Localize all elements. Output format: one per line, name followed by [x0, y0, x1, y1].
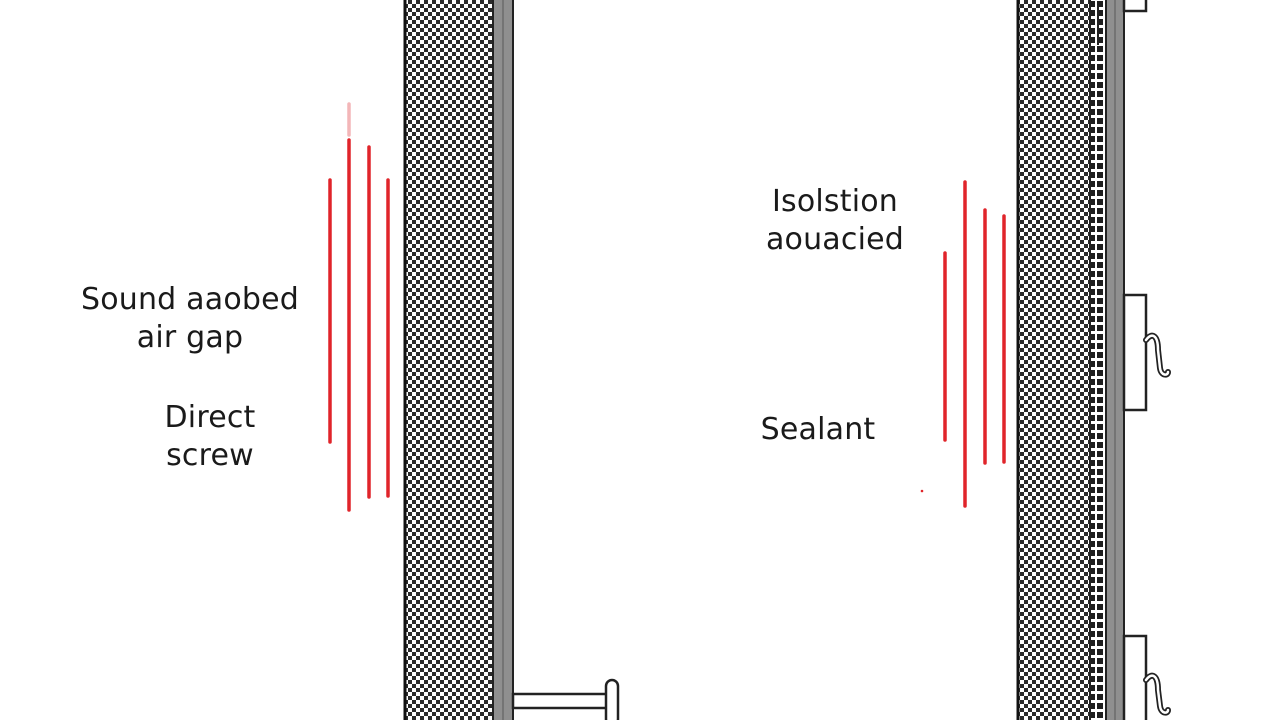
left-wall-assembly	[403, 0, 620, 720]
label-line: Isolstion	[771, 184, 899, 219]
label-line: Sealant	[760, 412, 876, 447]
left-sound-wave-lines	[328, 102, 390, 512]
label-isolation-attached: Isolstion aouacied	[735, 183, 935, 259]
left-insulation-panel	[404, 0, 494, 720]
right-sound-wave-lines	[920, 180, 1006, 508]
label-direct-screw: Direct screw	[110, 399, 310, 475]
isolation-clip-middle	[1122, 293, 1171, 412]
label-sealant: Sealant	[728, 411, 908, 449]
label-line: Direct	[164, 400, 256, 435]
label-line: air gap	[136, 320, 244, 355]
direct-screw-bracket	[511, 678, 620, 720]
right-isolation-strip	[1089, 0, 1107, 720]
isolation-clip-bottom	[1122, 634, 1171, 720]
isolation-clip-top	[1097, 0, 1148, 45]
right-wall-assembly	[1016, 0, 1171, 720]
label-line: screw	[166, 438, 254, 473]
right-insulation-panel	[1017, 0, 1091, 720]
label-sound-absorbed-air-gap: Sound aaobed air gap	[70, 281, 310, 357]
label-line: aouacied	[765, 222, 905, 257]
label-line: Sound aaobed	[80, 282, 300, 317]
right-wave-dot	[920, 489, 924, 493]
